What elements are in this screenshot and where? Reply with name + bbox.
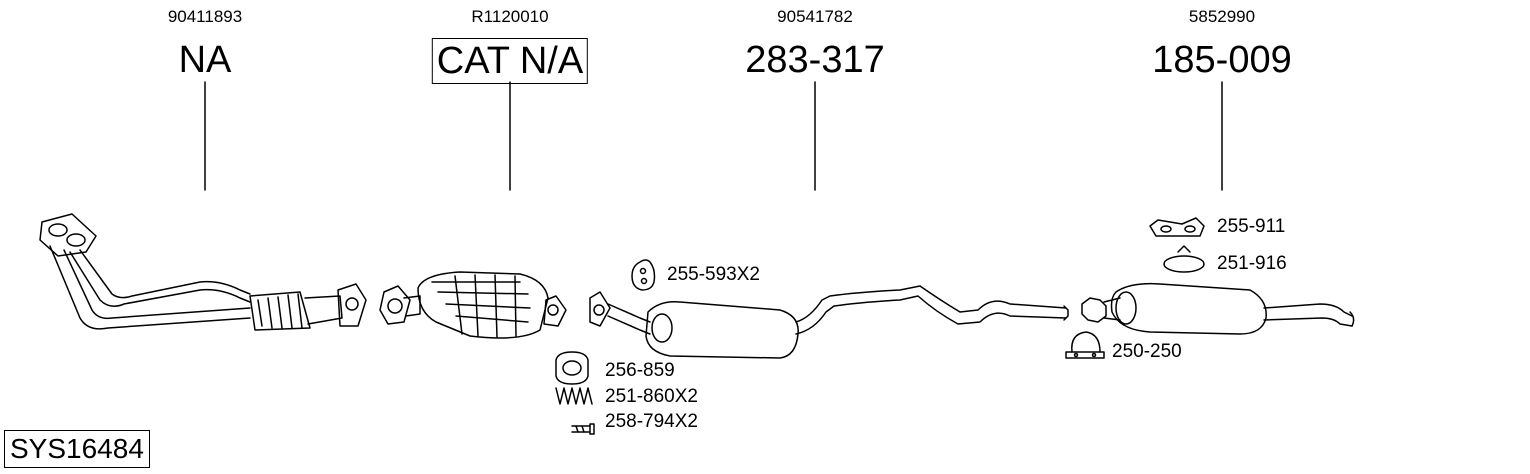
oem-number-2: R1120010 (471, 7, 549, 26)
mounting-bracket-255-911-icon (1149, 217, 1205, 237)
part-label-255-911: 255-911 (1217, 216, 1286, 237)
clamp-251-916-icon (1163, 245, 1205, 273)
rubber-mount-255-593-icon (631, 259, 656, 291)
gasket-256-859-icon (555, 351, 589, 385)
system-code-label: SYS16484 (4, 430, 150, 468)
part-label-256-859: 256-859 (605, 360, 675, 381)
oem-number-3: 90541782 (777, 7, 853, 26)
clamp-250-250-icon (1065, 331, 1105, 359)
part-label-251-860: 251-860X2 (605, 386, 698, 407)
part-label-250-250: 250-250 (1112, 341, 1182, 362)
front-pipe-drawing (39, 213, 367, 331)
part-label-255-593: 255-593X2 (667, 264, 760, 285)
middle-silencer-drawing (589, 285, 1069, 359)
oem-number-4: 5852990 (1188, 7, 1256, 26)
part-code-2: CAT N/A (431, 38, 589, 84)
rear-silencer-drawing (1081, 282, 1355, 335)
spring-251-860-icon (555, 387, 593, 405)
part-code-4: 185-009 (1152, 39, 1292, 81)
oem-number-1: 90411893 (167, 7, 243, 26)
part-code-3: 283-317 (745, 39, 885, 81)
catalytic-converter-drawing (379, 271, 567, 339)
part-label-251-916: 251-916 (1217, 253, 1287, 274)
part-code-1: NA (178, 39, 232, 81)
part-label-258-794: 258-794X2 (605, 411, 698, 432)
bolt-258-794-icon (571, 423, 595, 435)
